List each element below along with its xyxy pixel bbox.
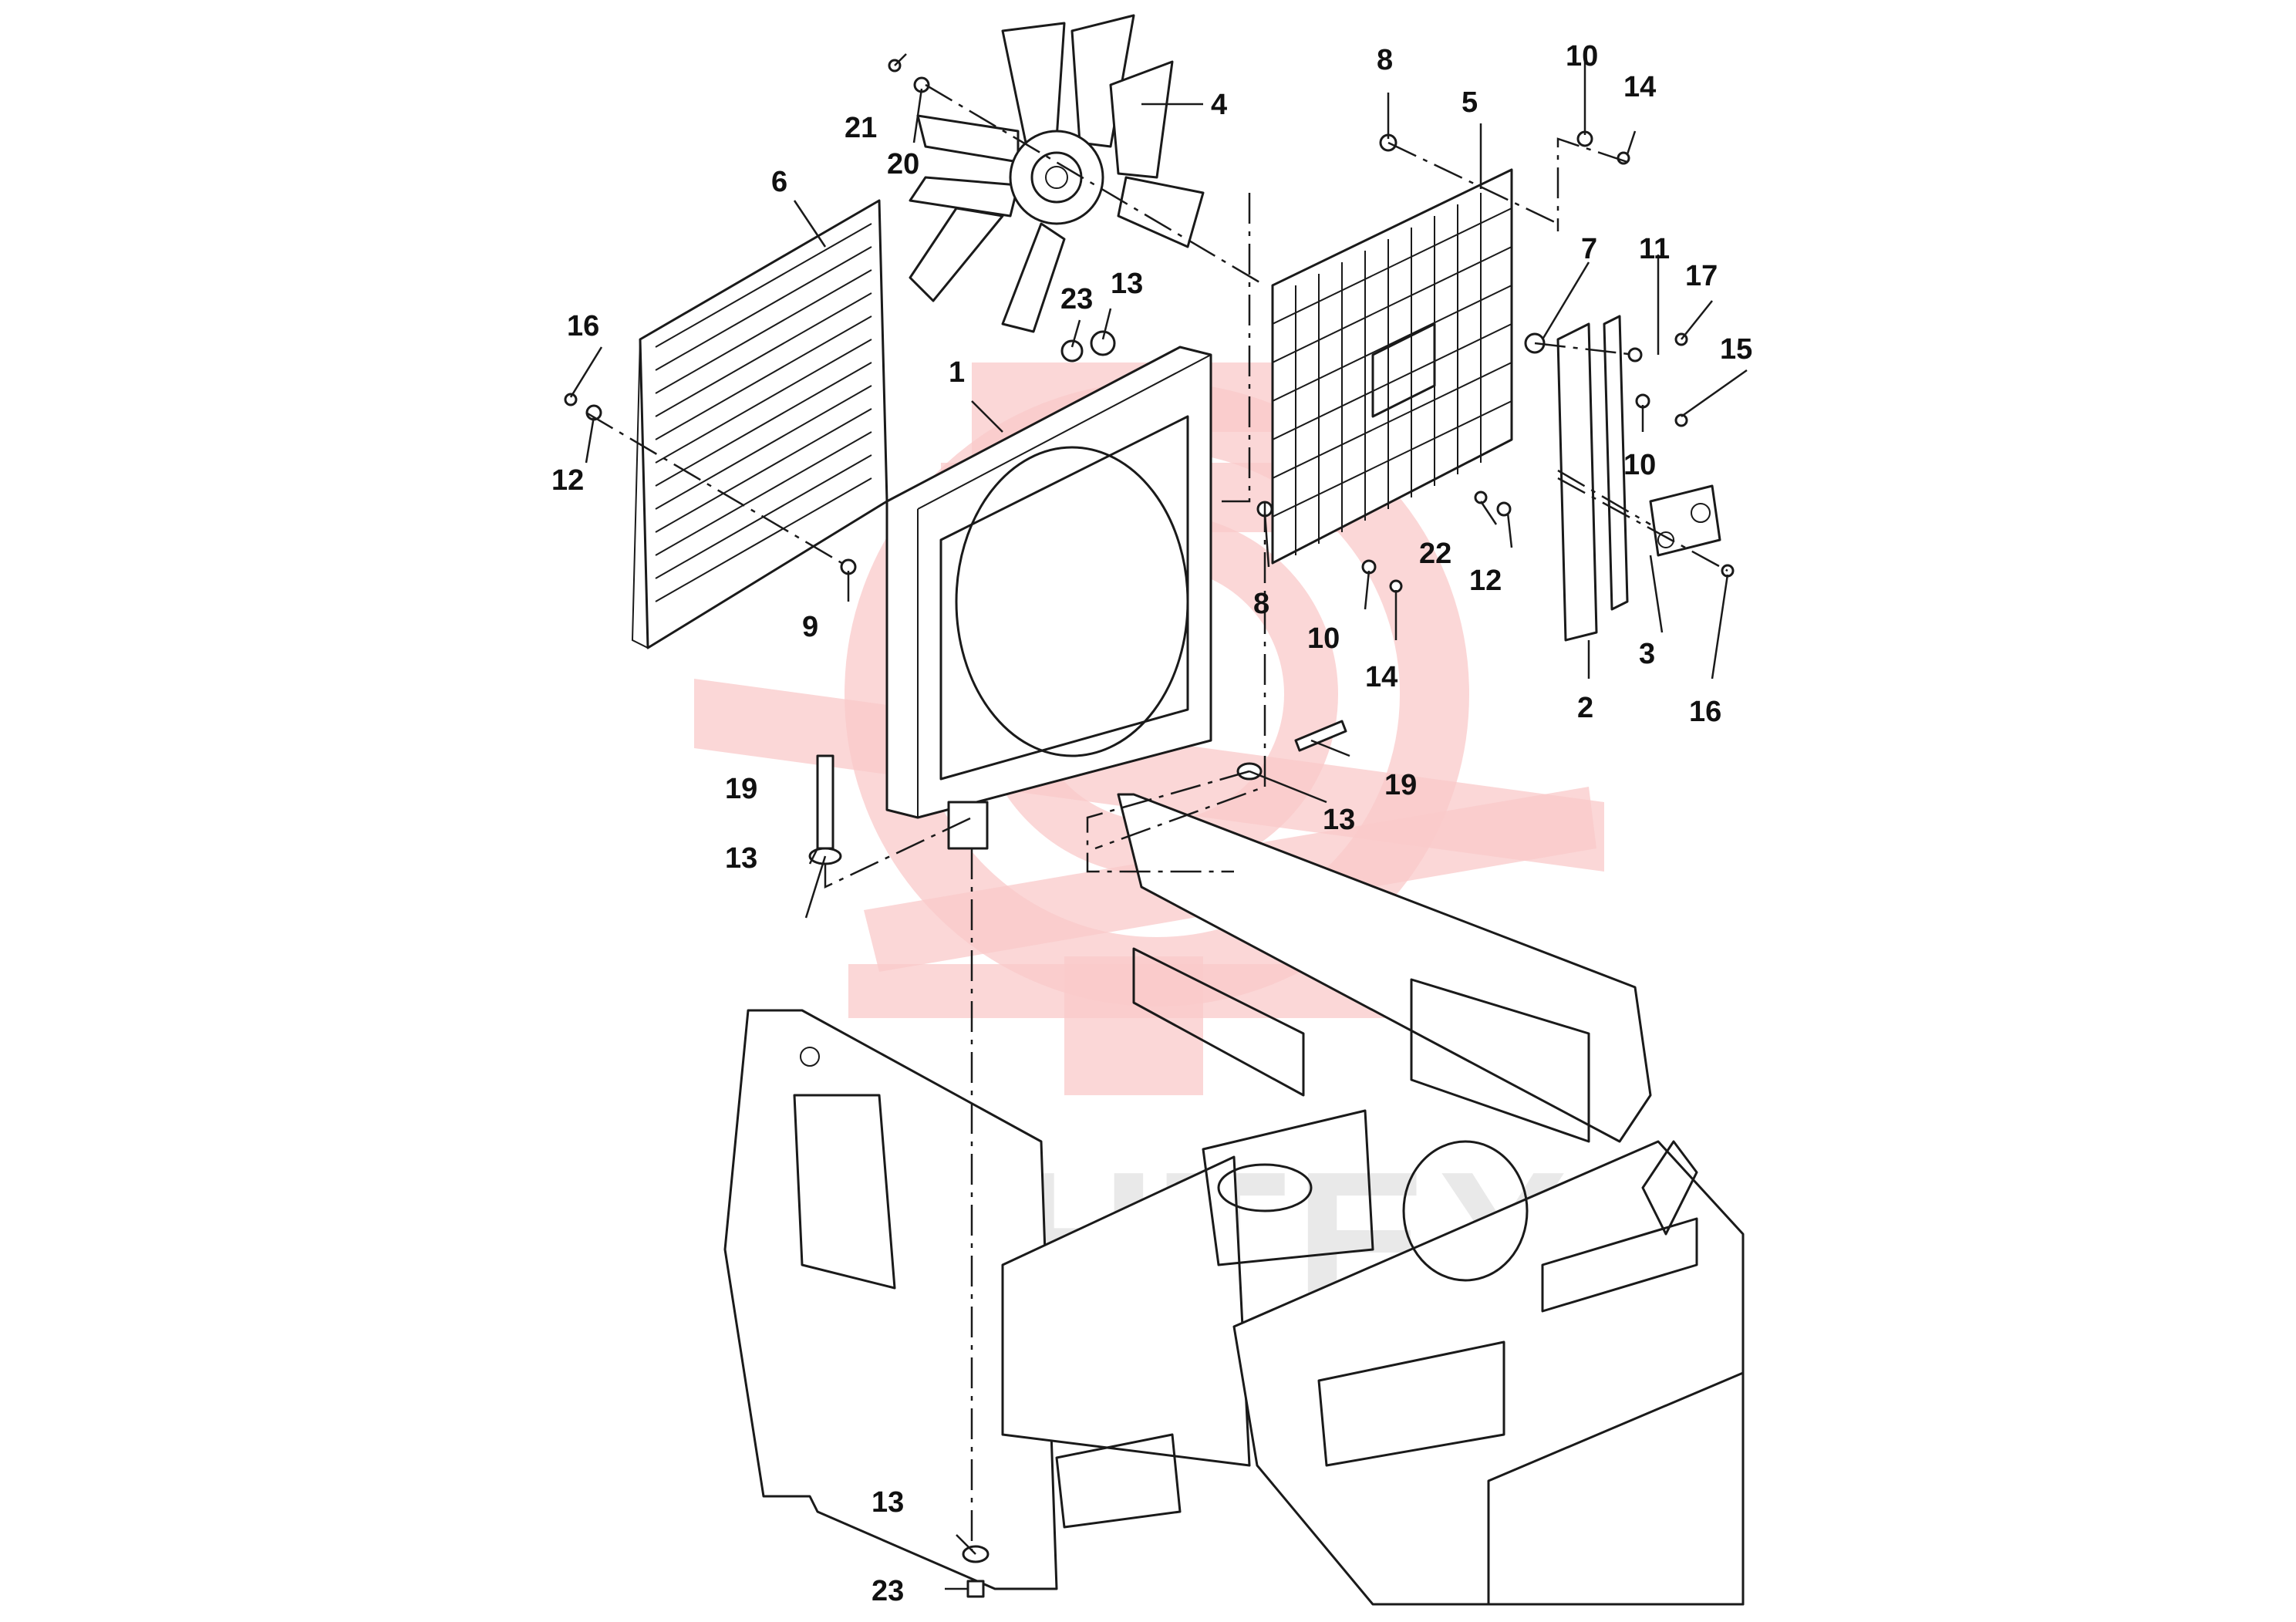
callout-16b: 16 xyxy=(1689,696,1721,728)
callout-10b: 10 xyxy=(1623,449,1656,481)
callout-21: 21 xyxy=(845,112,877,144)
leader-lines xyxy=(569,53,1748,1590)
machine-frame xyxy=(723,793,1745,1606)
callout-9: 9 xyxy=(802,611,818,643)
fan-shroud-part-1 xyxy=(885,346,1212,850)
callout-19b: 19 xyxy=(1384,769,1417,801)
callout-17: 17 xyxy=(1685,260,1718,292)
callout-2: 2 xyxy=(1577,692,1593,724)
callout-6: 6 xyxy=(771,166,787,198)
callout-14a: 14 xyxy=(1623,71,1656,103)
valve-part-3 xyxy=(1649,484,1721,557)
callout-4: 4 xyxy=(1211,89,1227,121)
callout-13a: 13 xyxy=(1111,268,1143,300)
louver-grille-part-6 xyxy=(631,199,888,649)
callout-23a: 23 xyxy=(1060,283,1093,315)
callout-5: 5 xyxy=(1462,86,1478,119)
callout-labels: 1 2 3 4 5 6 7 8 8 9 10 10 10 11 12 12 13… xyxy=(551,40,1752,1607)
callout-13c: 13 xyxy=(1323,804,1355,836)
callout-1: 1 xyxy=(949,356,965,389)
callout-14b: 14 xyxy=(1365,661,1397,693)
callout-12a: 12 xyxy=(551,464,584,497)
bracket-part-2 xyxy=(1556,315,1629,642)
callout-20: 20 xyxy=(887,148,919,180)
callout-8a: 8 xyxy=(1377,44,1393,76)
callout-19a: 19 xyxy=(725,773,757,805)
radiator-screen-part-5 xyxy=(1271,168,1513,565)
callout-8b: 8 xyxy=(1253,588,1269,620)
fan-part-4 xyxy=(909,14,1205,333)
callout-3: 3 xyxy=(1639,638,1655,670)
callout-11: 11 xyxy=(1639,233,1670,265)
callout-22: 22 xyxy=(1419,538,1451,570)
callout-10a: 10 xyxy=(1566,40,1598,73)
callout-13d: 13 xyxy=(872,1486,904,1519)
callout-13b: 13 xyxy=(725,842,757,875)
callout-23b: 23 xyxy=(872,1575,904,1607)
callout-12b: 12 xyxy=(1469,565,1502,597)
callout-10c: 10 xyxy=(1307,622,1340,655)
callout-7: 7 xyxy=(1581,233,1597,265)
assembly-lines xyxy=(585,83,1728,1550)
callout-16a: 16 xyxy=(567,310,599,342)
callout-15: 15 xyxy=(1720,333,1752,366)
